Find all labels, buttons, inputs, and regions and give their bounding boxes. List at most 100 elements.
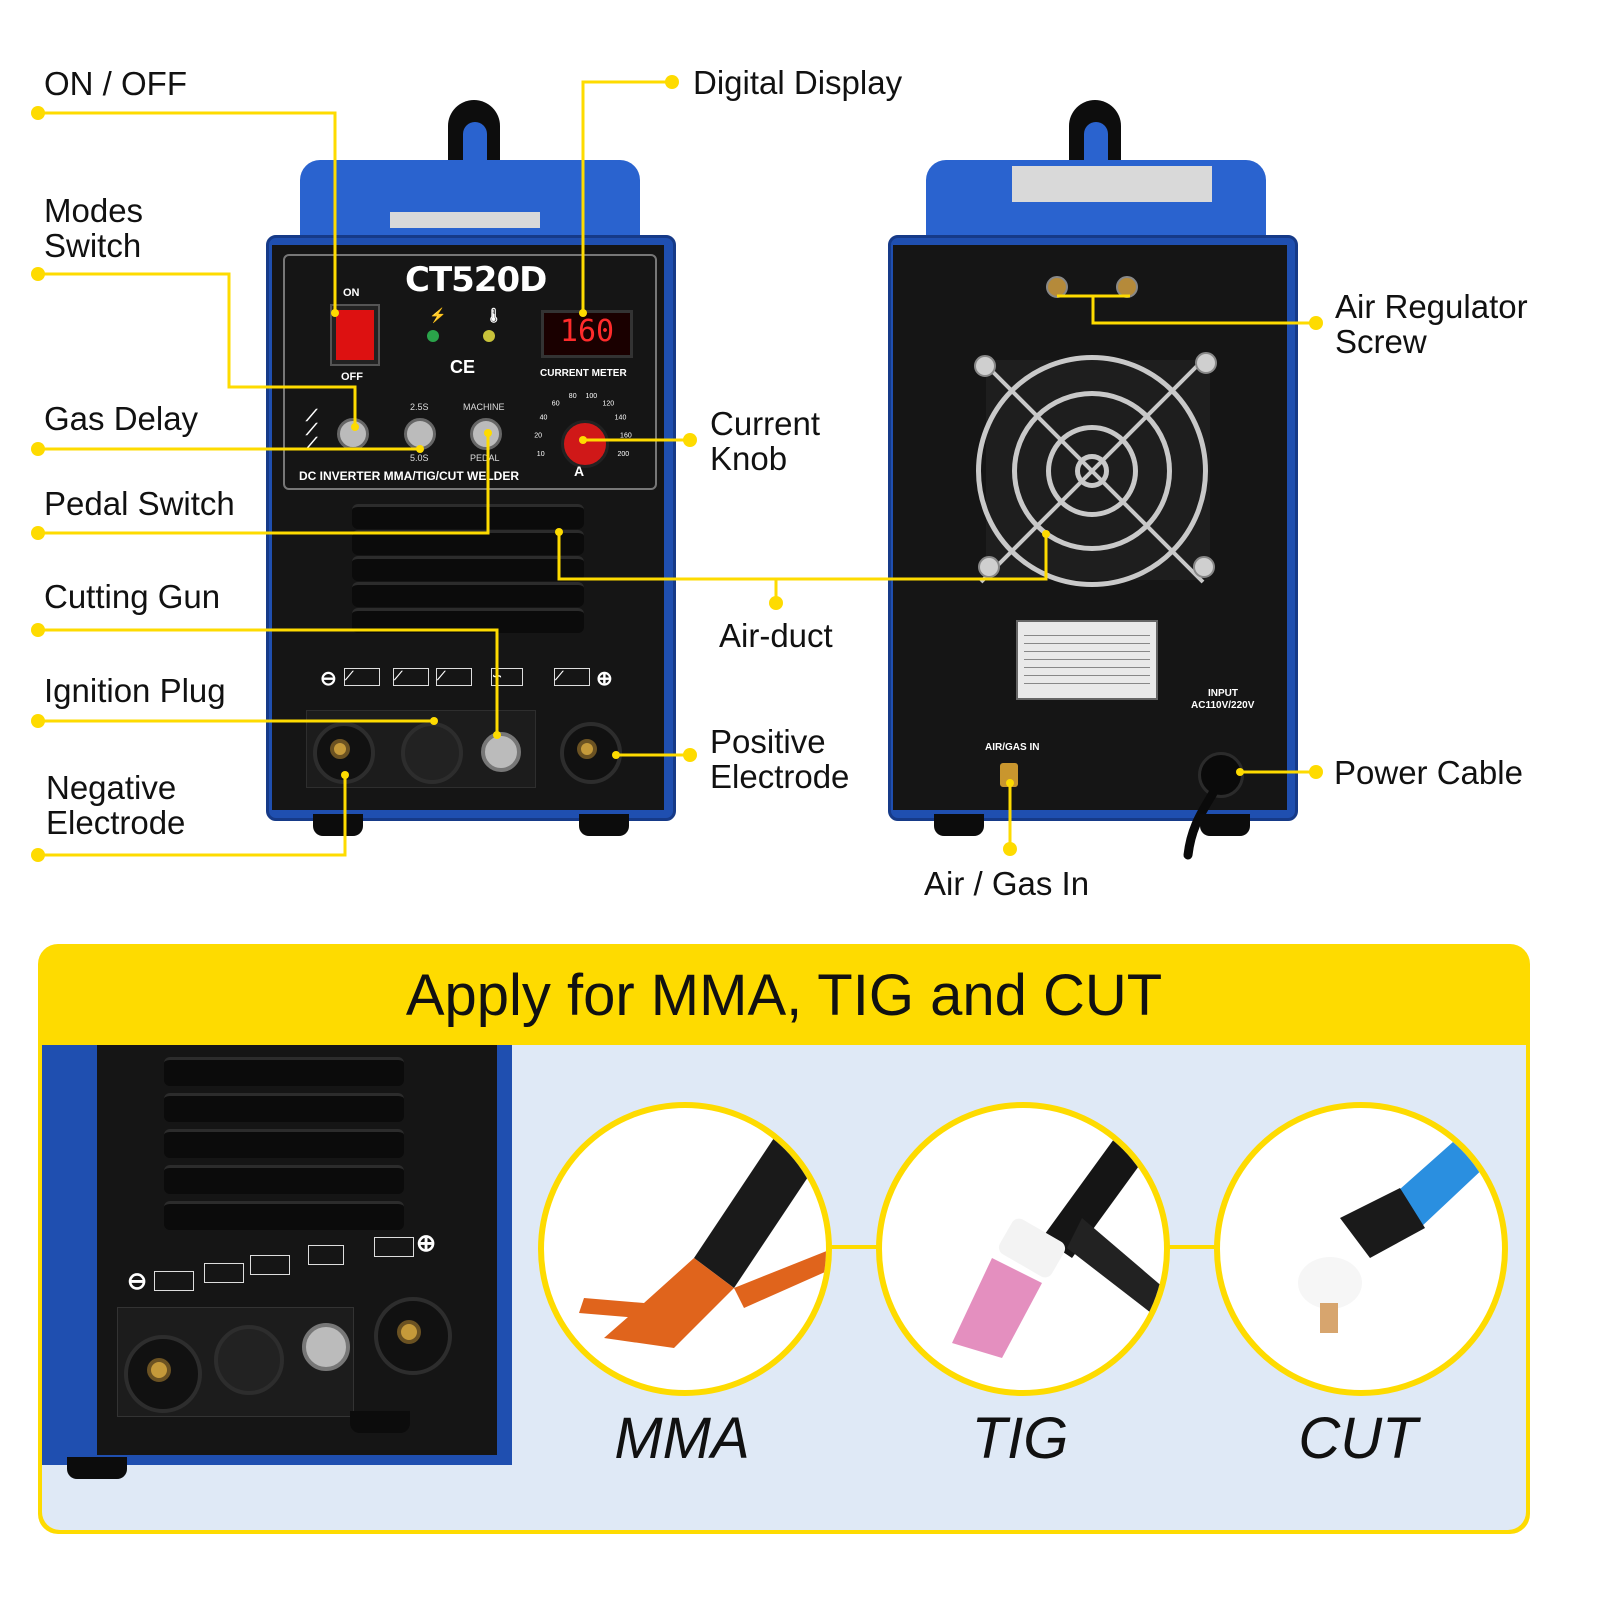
label-air-duct: Air-duct [719,617,833,654]
scale-label: 20 [534,433,542,440]
tig-circle [876,1102,1170,1396]
closeup-foot [350,1411,410,1433]
current-meter-label: CURRENT METER [540,368,627,379]
current-knob[interactable] [561,420,609,468]
fan-guard-ring [976,355,1208,587]
electrode-holder-icon: ⟋ [344,668,380,686]
digital-display: 160 [541,310,633,358]
label-on-off: ON / OFF [44,65,187,102]
electrode-holder-icon [579,1138,826,1348]
closeup-minus-icon: ⊖ [127,1268,148,1295]
scale-label: 60 [552,401,560,408]
front-top-label [390,212,540,228]
mode-label-tig: TIG [971,1406,1069,1471]
plus-icon: ⊕ [596,668,613,690]
mode-icons: ⟋⟋⟋ [306,408,318,453]
thermal-led [483,330,495,342]
fan-guard-ring [1012,391,1172,551]
closeup-vent-slot [164,1129,404,1158]
circle-connector [822,1245,882,1249]
label-cutting-gun: Cutting Gun [44,578,221,615]
fan-guard-ring [1075,454,1109,488]
minus-icon: ⊖ [320,668,337,690]
rating-plate-grid [1024,628,1150,690]
fan-guard-ring [1046,425,1138,517]
front-foot-right [579,814,629,836]
rear-top-label [1012,166,1212,202]
label-pedal-switch: Pedal Switch [44,485,235,522]
air-gas-inlet[interactable] [1000,763,1018,787]
ce-mark: CE [450,357,476,377]
label-gas-delay: Gas Delay [44,400,199,437]
callout-lines [31,75,1323,862]
rear-foot-left [934,814,984,836]
closeup-positive-socket-core [397,1320,421,1344]
label-ignition-plug: Ignition Plug [44,672,226,709]
pedal-label: PEDAL [470,453,500,463]
label-current-knob: Current Knob [710,405,821,477]
front-panel-border [283,254,657,490]
vent-slot [352,556,584,581]
on-label: ON [343,287,360,299]
front-foot-left [313,814,363,836]
machine-label: MACHINE [463,402,505,412]
cut-circle [1214,1102,1508,1396]
label-power-cable: Power Cable [1334,754,1523,791]
closeup-vent-slot [164,1165,404,1194]
scale-label: 40 [540,415,548,422]
closeup-cut-icon [250,1255,290,1275]
ampere-label: A [574,463,585,479]
label-air-gas-in: Air / Gas In [924,865,1090,902]
fan-screw [978,556,1000,578]
negative-socket-core [330,739,350,759]
closeup-vent-slot [164,1201,404,1230]
label-positive-electrode: Positive Electrode [710,723,850,795]
scale-label: 10 [537,451,545,458]
thermometer-icon: 🌡 [485,307,503,323]
vent-slot [352,582,584,607]
fan-screw [974,355,996,377]
mode-label-cut: CUT [1298,1406,1418,1471]
plasma-torch-icon [1298,1118,1502,1333]
input-voltage-label: AC110V/220V [1191,700,1255,711]
power-switch[interactable] [332,306,378,364]
scale-label: 160 [620,433,632,440]
rear-foot-right [1200,814,1250,836]
scale-label: 100 [585,393,597,400]
ignition-plug-socket[interactable] [401,722,463,784]
closeup-ignition-socket [214,1325,284,1395]
model-name: CT520D [405,260,547,300]
scale-label: 80 [569,393,577,400]
closeup-electrode-icon [154,1271,194,1291]
closeup-pedal-icon [308,1245,344,1265]
scale-label: 140 [615,415,627,422]
cutting-gun-socket[interactable] [481,732,521,772]
delay-short-label: 2.5S [410,402,429,412]
closeup-vent-slot [164,1093,404,1122]
fan-screw [1193,556,1215,578]
panel-footer: DC INVERTER MMA/TIG/CUT WELDER [299,469,519,483]
power-cable [1183,775,1225,860]
input-label: INPUT [1208,688,1238,699]
rating-plate [1016,620,1158,700]
vent-slot [352,504,584,529]
closeup-foot [67,1457,127,1479]
closeup-negative-socket [124,1335,202,1413]
closeup-negative-socket-core [147,1358,171,1382]
closeup-tig-icon [204,1263,244,1283]
clamp-icon: ⟋ [554,668,590,686]
scale-label: 200 [617,451,629,458]
closeup-cutting-socket [302,1323,350,1371]
fan-screw [1195,352,1217,374]
cut-torch-icon: ⟋ [436,668,472,686]
closeup-plus-icon: ⊕ [416,1230,437,1257]
label-air-regulator-screw: Air Regulator Screw [1335,288,1528,360]
banner-title: Apply for MMA, TIG and CUT [405,963,1163,1028]
tig-torch-icon [952,1128,1164,1358]
mma-circle [538,1102,832,1396]
off-label: OFF [341,371,363,383]
fan-guard-cross [979,358,1205,584]
closeup-clamp-icon [374,1237,414,1257]
lightning-icon: ⚡ [429,307,447,323]
